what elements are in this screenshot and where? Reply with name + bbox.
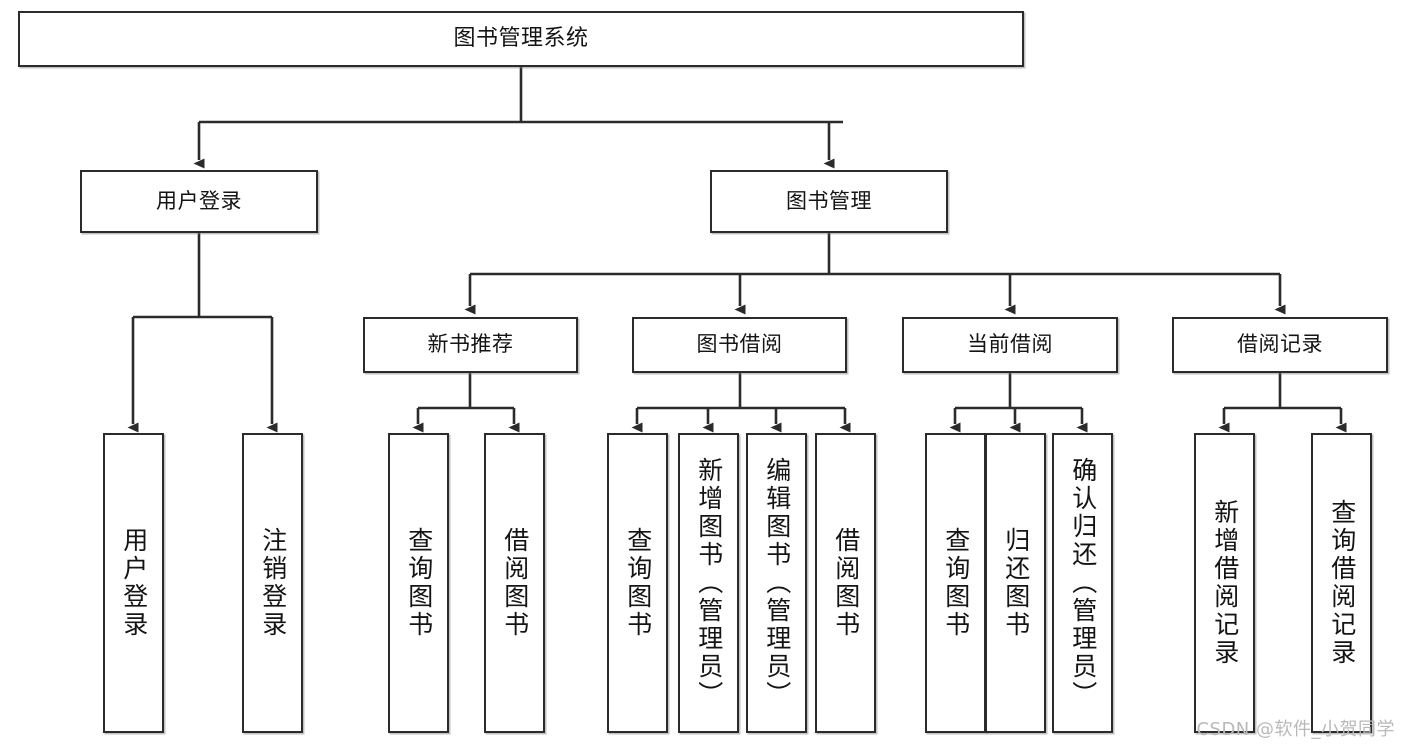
node-borrow-record[interactable]: 借阅记录: [1172, 317, 1388, 373]
node-book-borrow-label: 图书借阅: [696, 332, 783, 357]
node-new-book-rec[interactable]: 新书推荐: [363, 317, 578, 373]
node-leaf-query-book-2-label: 查询图书: [623, 527, 653, 639]
node-root-label: 图书管理系统: [453, 25, 589, 51]
node-leaf-query-book-2[interactable]: 查询图书: [607, 433, 668, 733]
node-leaf-query-book-1-label: 查询图书: [404, 527, 434, 639]
node-new-book-rec-label: 新书推荐: [427, 332, 514, 357]
node-leaf-user-login[interactable]: 用户登录: [103, 433, 164, 733]
node-book-manage[interactable]: 图书管理: [710, 170, 948, 233]
node-leaf-return-book-label: 归还图书: [1001, 527, 1031, 639]
node-leaf-borrow-book-1-label: 借阅图书: [500, 527, 530, 639]
node-leaf-add-book[interactable]: 新增图书（管理员）: [678, 433, 739, 733]
node-current-borrow[interactable]: 当前借阅: [902, 317, 1118, 373]
node-book-manage-label: 图书管理: [786, 188, 872, 213]
node-leaf-query-book-3-label: 查询图书: [941, 527, 971, 639]
node-book-borrow[interactable]: 图书借阅: [632, 317, 847, 373]
node-root[interactable]: 图书管理系统: [18, 11, 1024, 67]
node-leaf-borrow-book-1[interactable]: 借阅图书: [484, 433, 545, 733]
node-leaf-confirm-return[interactable]: 确认归还（管理员）: [1052, 433, 1113, 733]
node-leaf-query-record[interactable]: 查询借阅记录: [1311, 433, 1372, 733]
node-leaf-edit-book[interactable]: 编辑图书（管理员）: [746, 433, 807, 733]
node-user-login[interactable]: 用户登录: [80, 170, 318, 233]
node-leaf-logout-label: 注销登录: [258, 527, 288, 639]
node-user-login-label: 用户登录: [156, 188, 242, 213]
node-leaf-query-record-label: 查询借阅记录: [1327, 499, 1357, 667]
node-leaf-return-book[interactable]: 归还图书: [985, 433, 1046, 733]
node-leaf-add-book-label: 新增图书（管理员）: [694, 457, 724, 709]
watermark-text: CSDN @软件_小贺同学: [1196, 719, 1395, 740]
node-leaf-add-record[interactable]: 新增借阅记录: [1194, 433, 1255, 733]
node-leaf-edit-book-label: 编辑图书（管理员）: [762, 457, 792, 709]
node-leaf-confirm-return-label: 确认归还（管理员）: [1068, 457, 1098, 709]
node-current-borrow-label: 当前借阅: [967, 332, 1053, 357]
node-borrow-record-label: 借阅记录: [1237, 332, 1323, 357]
node-leaf-user-login-label: 用户登录: [119, 527, 149, 639]
node-leaf-query-book-3[interactable]: 查询图书: [925, 433, 986, 733]
node-leaf-add-record-label: 新增借阅记录: [1210, 499, 1240, 667]
node-leaf-borrow-book-2[interactable]: 借阅图书: [815, 433, 876, 733]
node-leaf-query-book-1[interactable]: 查询图书: [388, 433, 449, 733]
node-leaf-borrow-book-2-label: 借阅图书: [831, 527, 861, 639]
node-leaf-logout[interactable]: 注销登录: [242, 433, 303, 733]
